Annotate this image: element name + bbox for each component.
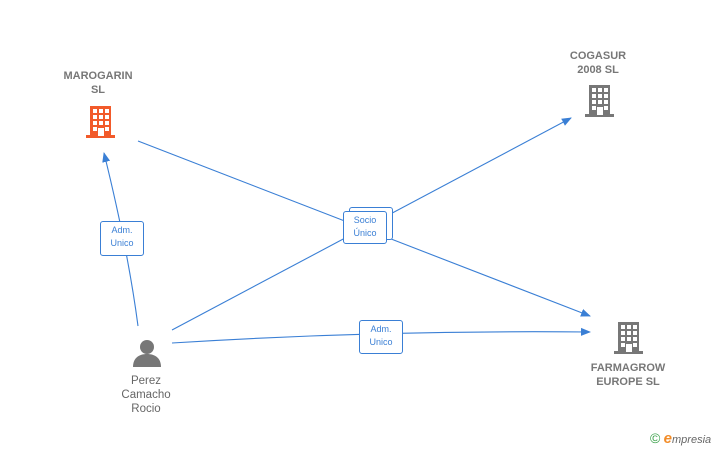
copyright-symbol: ©	[650, 430, 661, 446]
person-icon	[133, 340, 161, 367]
node-label-farmagrow: FARMAGROW EUROPE SL	[590, 362, 666, 388]
building-icon	[585, 85, 614, 117]
building-icon	[614, 322, 643, 354]
edge-label-adm-unico-marogarin: Adm. Unico	[100, 221, 144, 256]
node-label-cogasur: COGASUR 2008 SL	[569, 50, 627, 76]
edge-label-socio-unico: Socio Único	[343, 211, 387, 244]
node-label-person: Perez Camacho Rocio	[121, 375, 171, 415]
empresia-logo-text: mpresia	[672, 434, 712, 446]
building-icon	[86, 106, 115, 138]
empresia-watermark: © empresia	[650, 430, 711, 447]
edge-label-adm-unico-farmagrow: Adm. Unico	[359, 320, 403, 354]
empresia-logo-initial: e	[663, 430, 673, 447]
node-label-marogarin: MAROGARIN SL	[63, 70, 133, 96]
